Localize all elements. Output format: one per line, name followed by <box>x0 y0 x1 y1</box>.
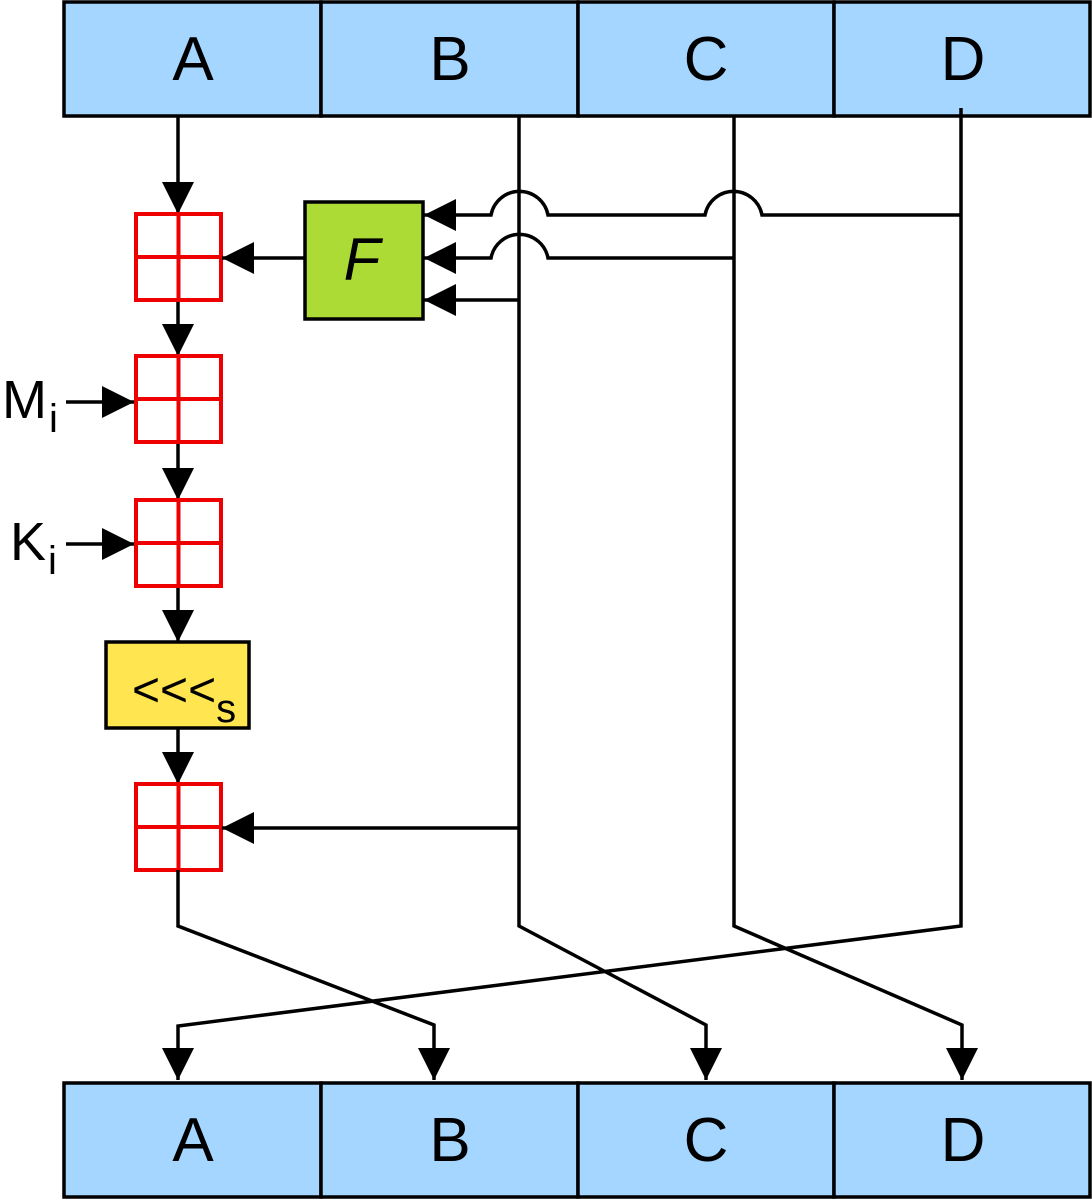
bottom-register-row: A B C D <box>62 1081 1092 1199</box>
rotate-symbol: <<<s <box>132 664 236 731</box>
rotate-block: <<<s <box>104 640 251 731</box>
register-b-top-label: B <box>429 25 470 94</box>
function-f-label: F <box>344 226 384 293</box>
register-a-bottom <box>62 1081 323 1199</box>
register-b-top <box>319 0 580 118</box>
adder-3 <box>134 498 223 588</box>
constant-input-label: Ki <box>10 512 57 583</box>
register-d-bottom <box>832 1081 1092 1199</box>
d-to-f-wire <box>424 189 961 231</box>
b-line <box>517 116 722 1080</box>
c-line <box>732 116 978 1080</box>
a-to-b-output-line <box>176 870 450 1080</box>
adder-4 <box>134 782 223 872</box>
register-c-bottom <box>576 1081 836 1199</box>
register-d-top-label: D <box>941 25 986 94</box>
c-to-f-wire <box>424 232 734 274</box>
adder-1 <box>134 212 223 302</box>
register-b-bottom <box>319 1081 580 1199</box>
constant-input: Ki <box>10 512 134 583</box>
d-line <box>162 108 963 1080</box>
register-d-bottom-label: D <box>941 1106 986 1175</box>
register-a-top <box>62 0 323 118</box>
register-c-bottom-label: C <box>684 1106 729 1175</box>
register-a-top-label: A <box>172 25 214 94</box>
message-input-label: Mi <box>2 370 58 441</box>
register-b-bottom-label: B <box>429 1106 470 1175</box>
register-d-top <box>832 0 1092 118</box>
register-c-top <box>576 0 836 118</box>
adder-2 <box>134 354 223 444</box>
message-input: Mi <box>2 370 134 441</box>
function-f-block: F <box>303 200 425 321</box>
register-a-bottom-label: A <box>172 1106 214 1175</box>
top-register-row: A B C D <box>62 0 1092 118</box>
register-c-top-label: C <box>684 25 729 94</box>
